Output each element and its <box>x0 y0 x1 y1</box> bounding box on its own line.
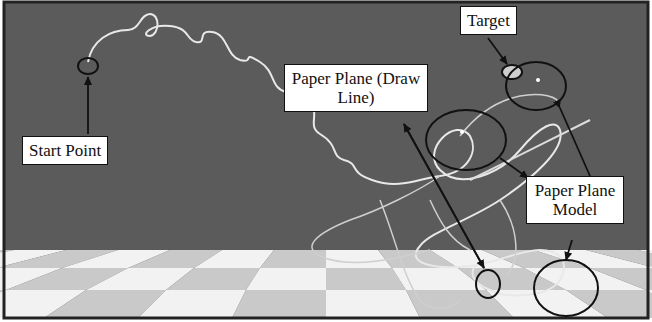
highlight-ellipse <box>78 58 98 74</box>
highlight-ellipse <box>476 270 500 298</box>
frame <box>4 2 648 318</box>
plane-dot <box>460 130 464 134</box>
leader-arrow <box>404 124 484 268</box>
label-box: Paper Plane Model <box>526 176 624 224</box>
leader-arrow <box>488 38 507 64</box>
floor-tile <box>138 290 246 318</box>
label-box: Target <box>460 6 517 35</box>
leader-arrow <box>566 240 572 260</box>
floor-tile <box>326 290 420 318</box>
plane-dot <box>536 78 540 82</box>
label-text: Paper Plane Model <box>533 181 617 219</box>
label-box: Paper Plane (Draw Line) <box>284 64 428 112</box>
label-box: Start Point <box>22 136 108 165</box>
floor-tile <box>194 250 274 268</box>
floor-tile <box>590 268 652 290</box>
wall <box>4 2 648 318</box>
label-text: Start Point <box>29 141 101 160</box>
floor-tile <box>232 290 326 318</box>
checker-floor <box>0 250 652 318</box>
highlight-ellipse <box>506 62 566 110</box>
trajectory-line <box>470 120 590 180</box>
trajectory-line <box>312 94 560 308</box>
trajectory-line <box>88 14 564 295</box>
floor-tile <box>166 268 260 290</box>
floor-tile <box>638 250 652 268</box>
highlight-ellipse <box>426 110 506 170</box>
floor-tile <box>246 268 326 290</box>
label-text: Target <box>467 11 510 30</box>
highlight-ellipse <box>534 260 598 316</box>
leader-arrow <box>560 108 590 176</box>
leader-arrow <box>87 77 89 134</box>
leader-arrow <box>500 158 528 178</box>
label-text: Paper Plane (Draw Line) <box>291 69 421 107</box>
floor-tile <box>326 268 406 290</box>
leader-arrow <box>404 124 484 268</box>
floor-tile <box>586 250 652 268</box>
